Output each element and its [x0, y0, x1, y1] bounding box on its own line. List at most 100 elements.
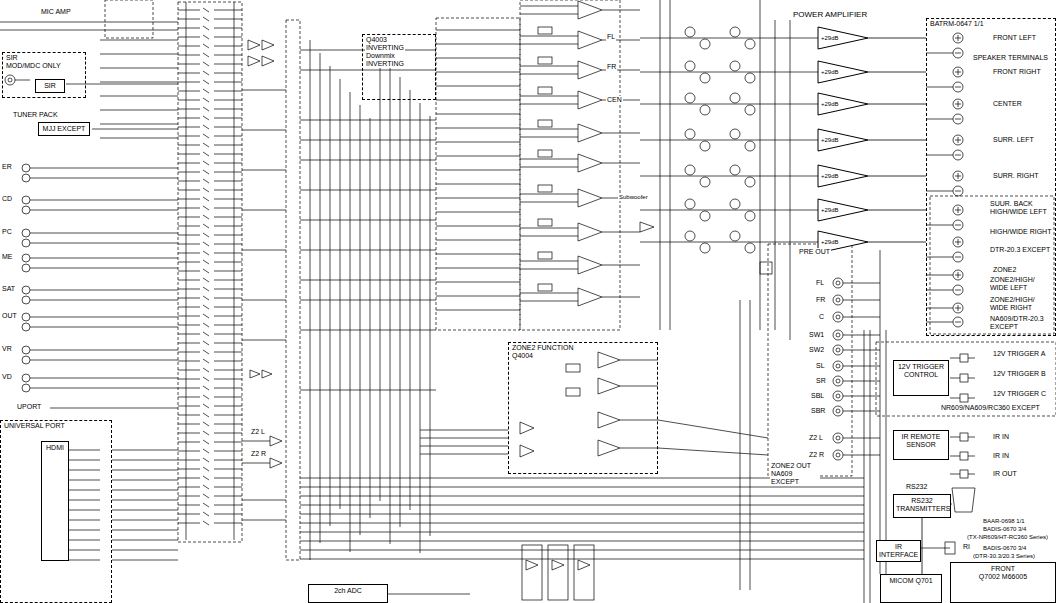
wire	[203, 386, 209, 390]
outline	[566, 364, 580, 372]
wire	[203, 278, 209, 282]
node-label: FRONT	[953, 565, 1053, 573]
wire	[214, 271, 242, 272]
jack-symbol	[836, 315, 840, 319]
outline	[522, 545, 542, 600]
wire	[178, 505, 200, 506]
jack-symbol	[730, 129, 740, 139]
wire	[242, 300, 286, 301]
wire	[214, 523, 242, 524]
wire	[112, 550, 178, 551]
wire	[214, 190, 242, 191]
jack-symbol	[700, 211, 710, 221]
wire	[520, 44, 578, 45]
wire	[203, 17, 209, 21]
wire	[242, 170, 286, 171]
node-label: +29dB	[818, 93, 839, 115]
signal-label: CEN	[606, 96, 623, 104]
wire	[320, 53, 321, 543]
wire	[520, 194, 578, 195]
opamp-symbol	[598, 352, 620, 368]
jack-symbol	[745, 243, 755, 253]
wire	[203, 422, 209, 426]
wire	[203, 134, 209, 138]
wire	[178, 280, 200, 281]
jack-symbol	[745, 141, 755, 151]
wire	[300, 487, 864, 488]
wire	[178, 451, 200, 452]
jack-symbol	[833, 450, 843, 460]
wire	[68, 490, 100, 491]
signal-label: ER	[1, 163, 13, 171]
wire	[520, 261, 578, 262]
wire	[30, 388, 178, 389]
node-sublabel: Downmix	[365, 52, 396, 60]
wire	[178, 208, 200, 209]
signal-label: IR OUT	[992, 470, 1018, 478]
wire	[214, 244, 242, 245]
wire	[968, 456, 975, 457]
jack-symbol	[685, 61, 695, 71]
outline	[768, 244, 852, 476]
amplifier-triangle: +29dB	[818, 199, 868, 221]
jack-symbol	[22, 296, 30, 304]
jack-symbol	[953, 270, 963, 280]
wire	[203, 440, 209, 444]
wire	[203, 458, 209, 462]
jack-symbol	[22, 206, 30, 214]
jack-symbol	[836, 348, 840, 352]
jack-symbol	[730, 231, 740, 241]
wire	[300, 280, 436, 281]
wire	[968, 398, 975, 399]
wire	[68, 470, 100, 471]
signal-label: CD	[1, 195, 13, 203]
connector-line	[868, 210, 926, 211]
wire	[670, 0, 671, 330]
wire	[178, 262, 200, 263]
jack-symbol	[8, 78, 12, 82]
wire	[436, 254, 520, 255]
signal-label: PRE OUT	[798, 248, 831, 256]
wire	[178, 145, 200, 146]
node-label: IR INTERFACE	[879, 543, 918, 559]
wire	[968, 358, 975, 359]
connector-line	[868, 140, 926, 141]
wire	[214, 442, 242, 443]
rs232-box: RS232 TRANSMITTERS	[893, 494, 951, 518]
jack-symbol	[833, 361, 843, 371]
opamp-symbol	[578, 91, 602, 109]
wire	[955, 53, 961, 54]
signal-label: SR	[815, 377, 827, 385]
wire	[420, 103, 421, 553]
wire	[178, 37, 200, 38]
opamp-symbol	[598, 378, 620, 394]
trigger-control-box: 12V TRIGGER CONTROL	[893, 360, 949, 396]
rs232-connector	[952, 488, 975, 512]
wire	[958, 272, 959, 278]
wire	[955, 155, 961, 156]
wire	[214, 397, 242, 398]
jack-symbol	[22, 286, 30, 294]
wire	[178, 307, 200, 308]
wire	[0, 30, 160, 31]
jack-symbol	[836, 333, 840, 337]
wire	[214, 127, 242, 128]
wire	[214, 478, 242, 479]
signal-label: 12V TRIGGER B	[992, 370, 1047, 378]
signal-label: FL	[606, 33, 616, 41]
wire	[955, 119, 961, 120]
wire	[112, 560, 178, 561]
amplifier-triangle-shape	[818, 165, 868, 187]
wire	[380, 51, 381, 501]
amplifier-triangle: +29dB	[818, 129, 868, 151]
wire	[843, 411, 880, 412]
wire	[242, 520, 286, 521]
wire	[178, 271, 200, 272]
wire	[203, 485, 209, 489]
wire	[926, 119, 953, 120]
wire	[203, 44, 209, 48]
wire	[214, 19, 242, 20]
wire	[68, 560, 100, 561]
wire	[30, 350, 178, 351]
node-sublabel: MOD/MDC ONLY	[5, 62, 62, 70]
